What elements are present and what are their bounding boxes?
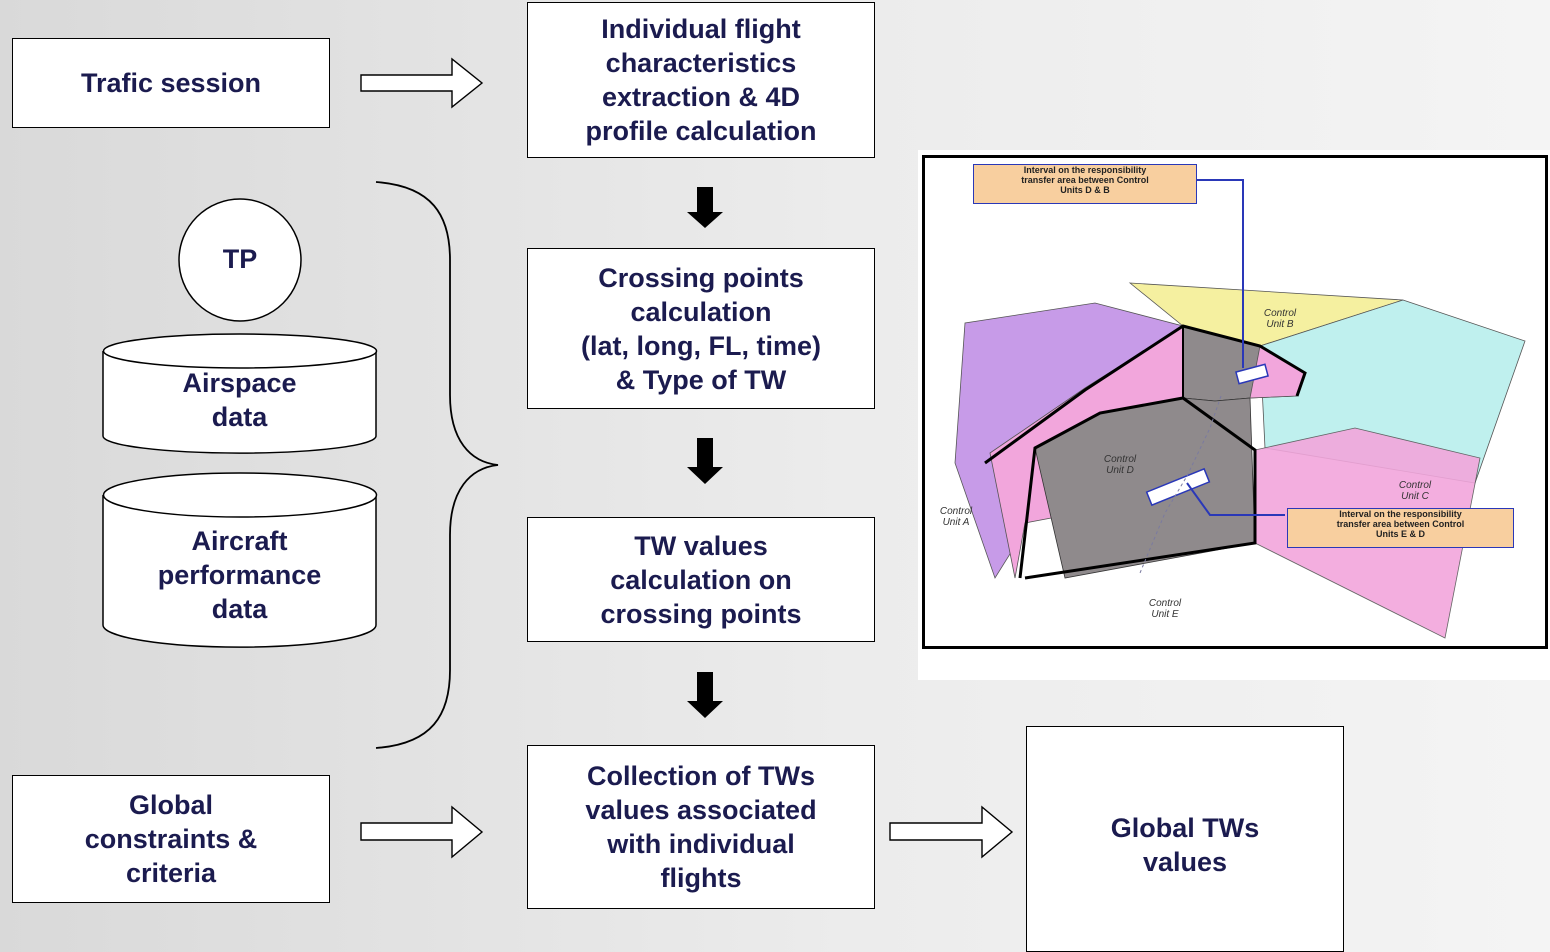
tp-circle: [178, 198, 302, 322]
extraction-label: Individual flight characteristics extrac…: [585, 14, 817, 146]
arrow-session-to-extraction: [360, 57, 484, 109]
crossing-points-box: Crossing points calculation (lat, long, …: [527, 248, 875, 409]
transfer-note-db: Interval on the responsibility transfer …: [973, 164, 1197, 204]
transfer-note-ed: Interval on the responsibility transfer …: [1287, 508, 1514, 548]
crossing-points-label: Crossing points calculation (lat, long, …: [581, 262, 821, 395]
aircraft-label: Aircraft performance data: [157, 526, 322, 624]
aircraft-cylinder: [102, 472, 378, 648]
unit-d-label: Control Unit D: [1103, 454, 1137, 476]
collection-box: Collection of TWs values associated with…: [527, 745, 875, 909]
traffic-session-label: Trafic session: [80, 68, 262, 98]
collection-label: Collection of TWs values associated with…: [585, 761, 817, 893]
global-tws-box: Global TWs values: [1026, 726, 1344, 952]
airspace-label: Airspace data: [182, 368, 297, 432]
unit-c-label: Control Unit C: [1398, 480, 1432, 502]
airspace-cylinder: [102, 333, 378, 454]
down-arrow-3: [687, 672, 723, 718]
down-arrow-2: [687, 438, 723, 484]
down-arrow-1: [687, 187, 723, 228]
global-constraints-box: Global constraints & criteria: [12, 775, 330, 903]
tw-values-box: TW values calculation on crossing points: [527, 517, 875, 642]
tw-values-label: TW values calculation on crossing points: [600, 530, 802, 629]
arrow-constraints-to-collection: [360, 805, 484, 859]
control-units-drawing: [954, 179, 1526, 639]
global-tws-label: Global TWs values: [1110, 813, 1260, 877]
extraction-box: Individual flight characteristics extrac…: [527, 2, 875, 158]
global-constraints-label: Global constraints & criteria: [84, 790, 258, 888]
airspace-illustration: Interval on the responsibility transfer …: [922, 155, 1548, 649]
unit-a-label: Control Unit A: [939, 506, 973, 528]
traffic-session-box: Trafic session: [12, 38, 330, 128]
unit-b-label: Control Unit B: [1263, 308, 1297, 330]
tp-label: TP: [222, 244, 258, 274]
curly-brace: [375, 181, 499, 749]
unit-e-label: Control Unit E: [1148, 598, 1182, 620]
arrow-collection-to-global: [889, 805, 1014, 859]
